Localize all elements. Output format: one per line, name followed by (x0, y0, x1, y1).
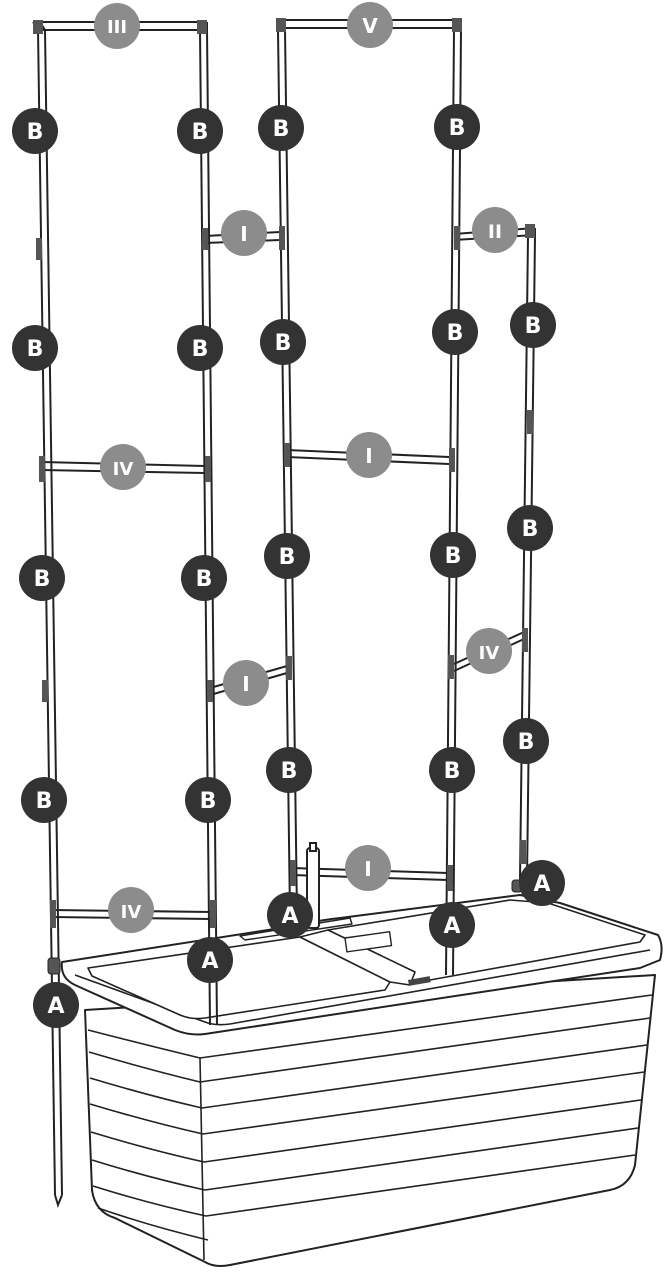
badge-b: B (21, 777, 67, 823)
svg-text:B: B (445, 544, 462, 569)
svg-text:A: A (443, 914, 460, 939)
svg-text:B: B (522, 517, 539, 542)
svg-text:B: B (525, 314, 542, 339)
svg-text:B: B (449, 116, 466, 141)
pole-middle-right (445, 20, 455, 976)
badge-b: B (510, 302, 556, 348)
badge-iv: IV (100, 444, 146, 490)
badge-b: B (266, 747, 312, 793)
svg-text:A: A (201, 949, 218, 974)
badge-i: I (223, 660, 269, 706)
svg-text:A: A (281, 904, 298, 929)
left-compartment (87, 936, 391, 1020)
svg-text:B: B (192, 337, 209, 362)
svg-text:B: B (27, 120, 44, 145)
svg-text:I: I (364, 857, 371, 881)
svg-text:B: B (34, 567, 51, 592)
svg-text:B: B (281, 759, 298, 784)
svg-text:B: B (275, 331, 292, 356)
badge-i: I (345, 845, 391, 891)
planter-box (60, 894, 663, 1267)
badge-a: A (267, 892, 313, 938)
badge-b: B (264, 533, 310, 579)
svg-text:IV: IV (121, 902, 142, 923)
badge-b: B (19, 555, 65, 601)
svg-text:B: B (192, 120, 209, 145)
badge-b: B (181, 555, 227, 601)
pole-joints (33, 18, 535, 928)
badge-iv: IV (466, 628, 512, 674)
svg-text:B: B (273, 117, 290, 142)
svg-text:III: III (107, 17, 127, 38)
badge-ii: II (472, 207, 518, 253)
badge-b: B (177, 325, 223, 371)
badge-b: B (430, 532, 476, 578)
badge-iii: III (94, 3, 140, 49)
badge-b: B (12, 108, 58, 154)
planter-ribs (87, 994, 653, 1261)
svg-text:B: B (36, 789, 53, 814)
badge-b: B (429, 747, 475, 793)
svg-text:B: B (27, 337, 44, 362)
badge-v: V (347, 2, 393, 48)
svg-text:IV: IV (479, 643, 500, 664)
badge-a: A (33, 982, 79, 1028)
svg-text:B: B (447, 321, 464, 346)
badge-b: B (434, 104, 480, 150)
badge-i: I (221, 210, 267, 256)
connector-badges: III V I II IV I I IV I IV (94, 2, 518, 933)
svg-text:A: A (47, 994, 64, 1019)
badge-b: B (507, 505, 553, 551)
svg-text:I: I (365, 444, 372, 468)
badge-b: B (432, 309, 478, 355)
badge-b: B (503, 718, 549, 764)
svg-text:B: B (200, 789, 217, 814)
badge-iv: IV (108, 887, 154, 933)
planter-body (84, 974, 656, 1267)
badge-b: B (185, 777, 231, 823)
badge-a: A (187, 937, 233, 983)
svg-text:B: B (196, 567, 213, 592)
svg-text:B: B (279, 545, 296, 570)
badge-b: B (12, 325, 58, 371)
svg-text:II: II (488, 221, 502, 243)
svg-text:V: V (362, 14, 378, 38)
badge-a: A (519, 860, 565, 906)
svg-text:B: B (518, 730, 535, 755)
svg-text:I: I (240, 222, 247, 246)
stake-badges: A A A A A (33, 860, 565, 1028)
badge-i: I (346, 432, 392, 478)
badge-b: B (258, 105, 304, 151)
svg-text:B: B (444, 759, 461, 784)
svg-text:IV: IV (113, 459, 134, 480)
badge-b: B (177, 108, 223, 154)
svg-text:I: I (242, 672, 249, 696)
badge-b: B (260, 319, 306, 365)
svg-text:A: A (533, 872, 550, 897)
pole-badges: B B B B B B B B B B B B B B B B B B B (12, 104, 556, 823)
badge-a: A (429, 902, 475, 948)
